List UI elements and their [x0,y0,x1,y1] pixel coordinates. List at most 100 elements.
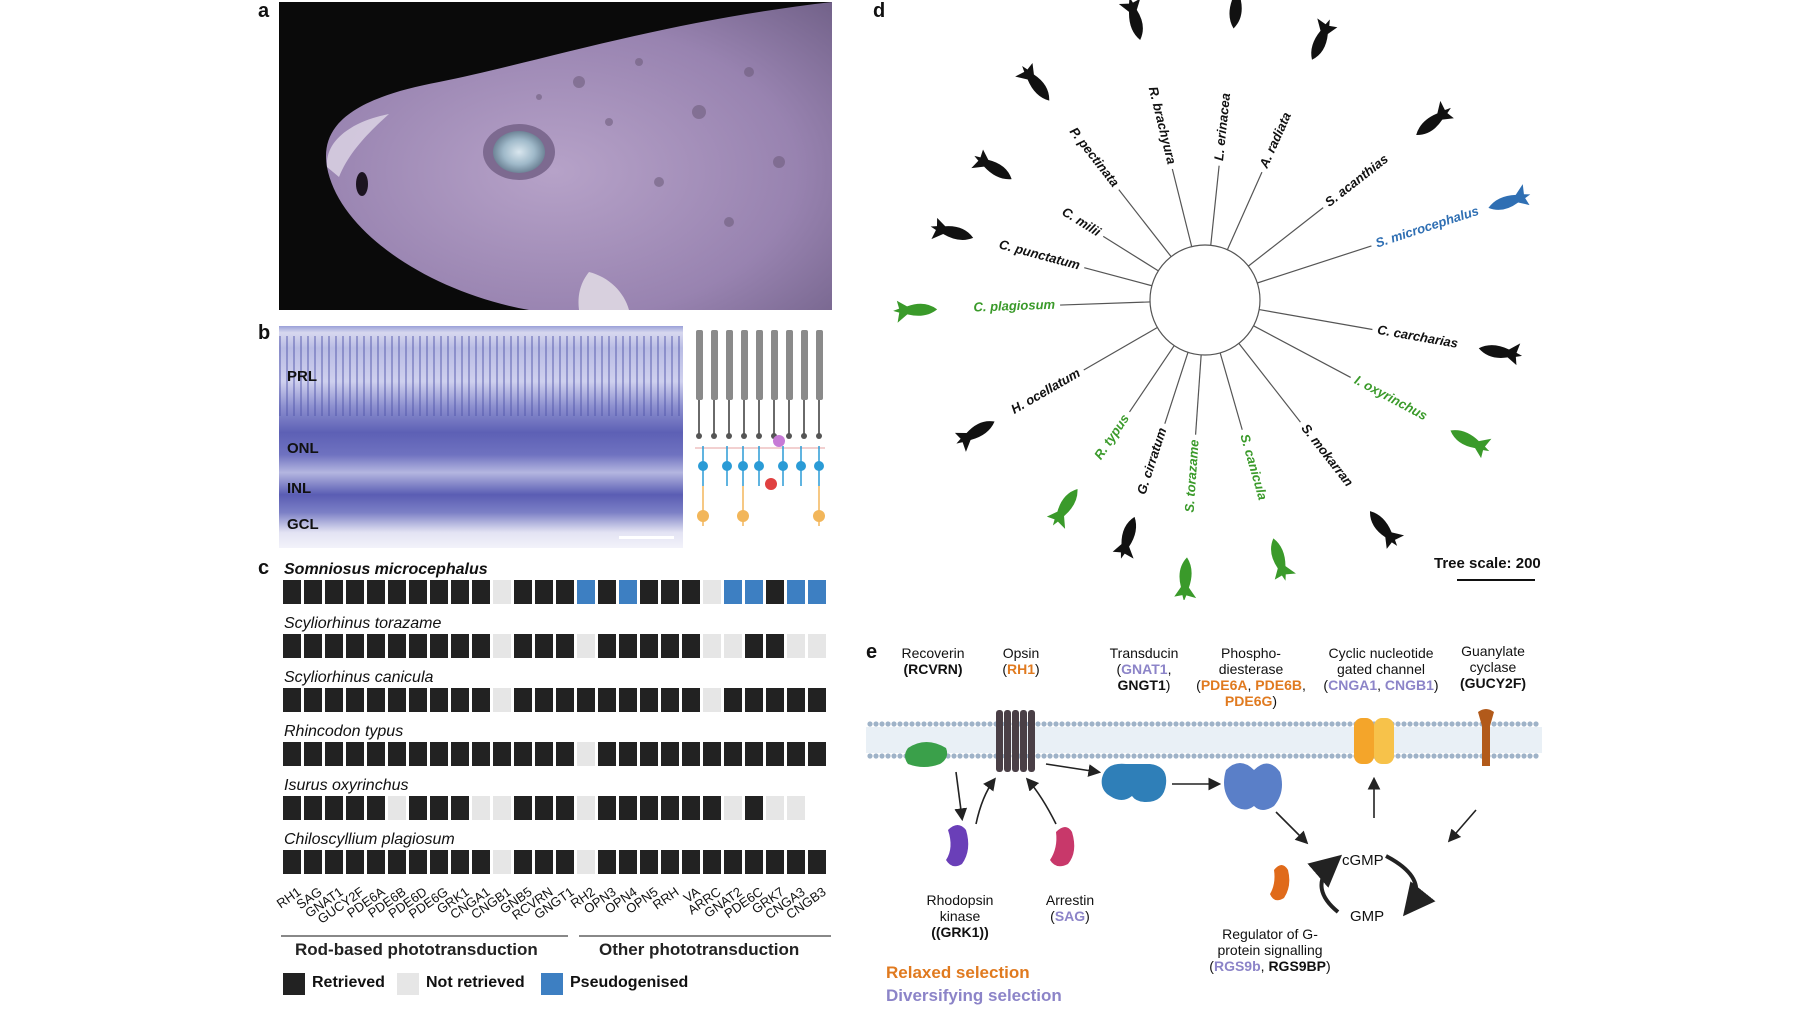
gene-cell [724,688,742,712]
cng-channel-left-icon [1354,718,1374,764]
section-label-rod: Rod-based phototransduction [295,940,538,959]
gene-cell [283,742,301,766]
gene-cell [472,688,490,712]
gene-cell [493,688,511,712]
gene-cell [451,688,469,712]
gene-cell [283,634,301,658]
gene-cell [703,634,721,658]
gene-cell [472,634,490,658]
gene-cell [745,688,763,712]
rod-nucleus [801,433,807,439]
ganglion-cell [697,510,709,522]
gene-cell [514,796,532,820]
gene-cell [745,580,763,604]
tree-branch [1083,326,1158,371]
opsin-icon [996,710,1035,772]
gene-cell [808,634,826,658]
gene-cell [325,688,343,712]
shark-silhouette-icon [1369,511,1405,549]
gene-cell [556,796,574,820]
gene-cell [808,742,826,766]
gene-cell [535,634,553,658]
gene-cell [640,634,658,658]
arrow-rk-opsin [975,777,996,825]
shark-silhouette-icon [1225,0,1248,29]
gene-cell [640,580,658,604]
taxon-label: P. pectinata [1067,124,1123,189]
bipolar-cell [796,461,806,471]
tree-branch [1259,308,1373,331]
gene-cell [556,634,574,658]
tree-branch [1253,325,1351,378]
species-name: Scyliorhinus torazame [284,615,442,632]
rhodopsin-kinase-icon [946,825,969,867]
gene-cell [451,580,469,604]
shark-silhouette-icon [1174,557,1197,600]
recoverin-label: Recoverin (RCVRN) [901,645,965,677]
gene-cell [367,634,385,658]
shark-silhouette-icon [893,300,938,323]
gene-cell [598,796,616,820]
tree-branch [1238,342,1301,423]
gene-cell [577,634,595,658]
tree-branch [1102,235,1159,272]
panel-e-label: e [866,641,878,663]
gene-cell [325,580,343,604]
shark-silhouette-icon [1112,516,1137,559]
species-name: Chiloscyllium plagiosum [284,831,455,848]
gene-cell [745,796,763,820]
gene-cell [682,742,700,766]
gene-cell [724,742,742,766]
gene-cell [451,742,469,766]
tree-branch [1171,168,1193,247]
gene-cell [367,742,385,766]
guanylate-cyclase-icon [1478,709,1494,766]
gene-cell [766,796,784,820]
gene-cell [598,580,616,604]
taxon-label: S. microcephalus [1374,203,1481,251]
gene-cell [703,742,721,766]
gene-cell [535,580,553,604]
legend-swatch [397,973,419,995]
gene-cell [619,634,637,658]
gene-cell [661,688,679,712]
shark-silhouette-icon [1271,538,1296,581]
gene-cell [787,634,805,658]
shark-silhouette-icon [1118,0,1143,40]
photoreceptor-striation [279,336,683,416]
gene-cell [598,850,616,874]
gene-cell [703,796,721,820]
rod-nucleus [696,433,702,439]
shark-silhouette-icon [1311,18,1338,60]
gene-cell [787,796,805,820]
bipolar-cell [814,461,824,471]
rhodopsin-kinase-label: Rhodopsin kinase ((GRK1)) [926,892,994,940]
species-name: Somniosus microcephalus [284,561,488,578]
panel-d-label: d [873,0,886,22]
gene-cell [346,634,364,658]
gene-cell [493,742,511,766]
taxon-label: A. radiata [1256,110,1294,171]
rod-outer-segment [801,330,808,400]
gene-cell [745,850,763,874]
gene-cell [283,850,301,874]
gene-cell [766,688,784,712]
rod-nucleus [726,433,732,439]
gene-cell [577,688,595,712]
gene-cell [409,796,427,820]
species-name: Isurus oxyrinchus [284,777,409,794]
legend-relaxed-selection: Relaxed selection [886,963,1030,982]
gene-cell [745,634,763,658]
section-rule-rod [281,935,568,937]
gene-cell [682,796,700,820]
tree-root-arc [1149,244,1261,356]
gene-cell [388,796,406,820]
arrow-gc-cgmp [1447,809,1477,843]
gene-cell [367,796,385,820]
gene-cell [766,634,784,658]
rod-outer-segment [771,330,778,400]
gene-cell [409,634,427,658]
rgs-icon [1270,865,1290,901]
taxon-label: C. carcharias [1376,322,1459,351]
shark-silhouette-icon [1478,343,1523,366]
